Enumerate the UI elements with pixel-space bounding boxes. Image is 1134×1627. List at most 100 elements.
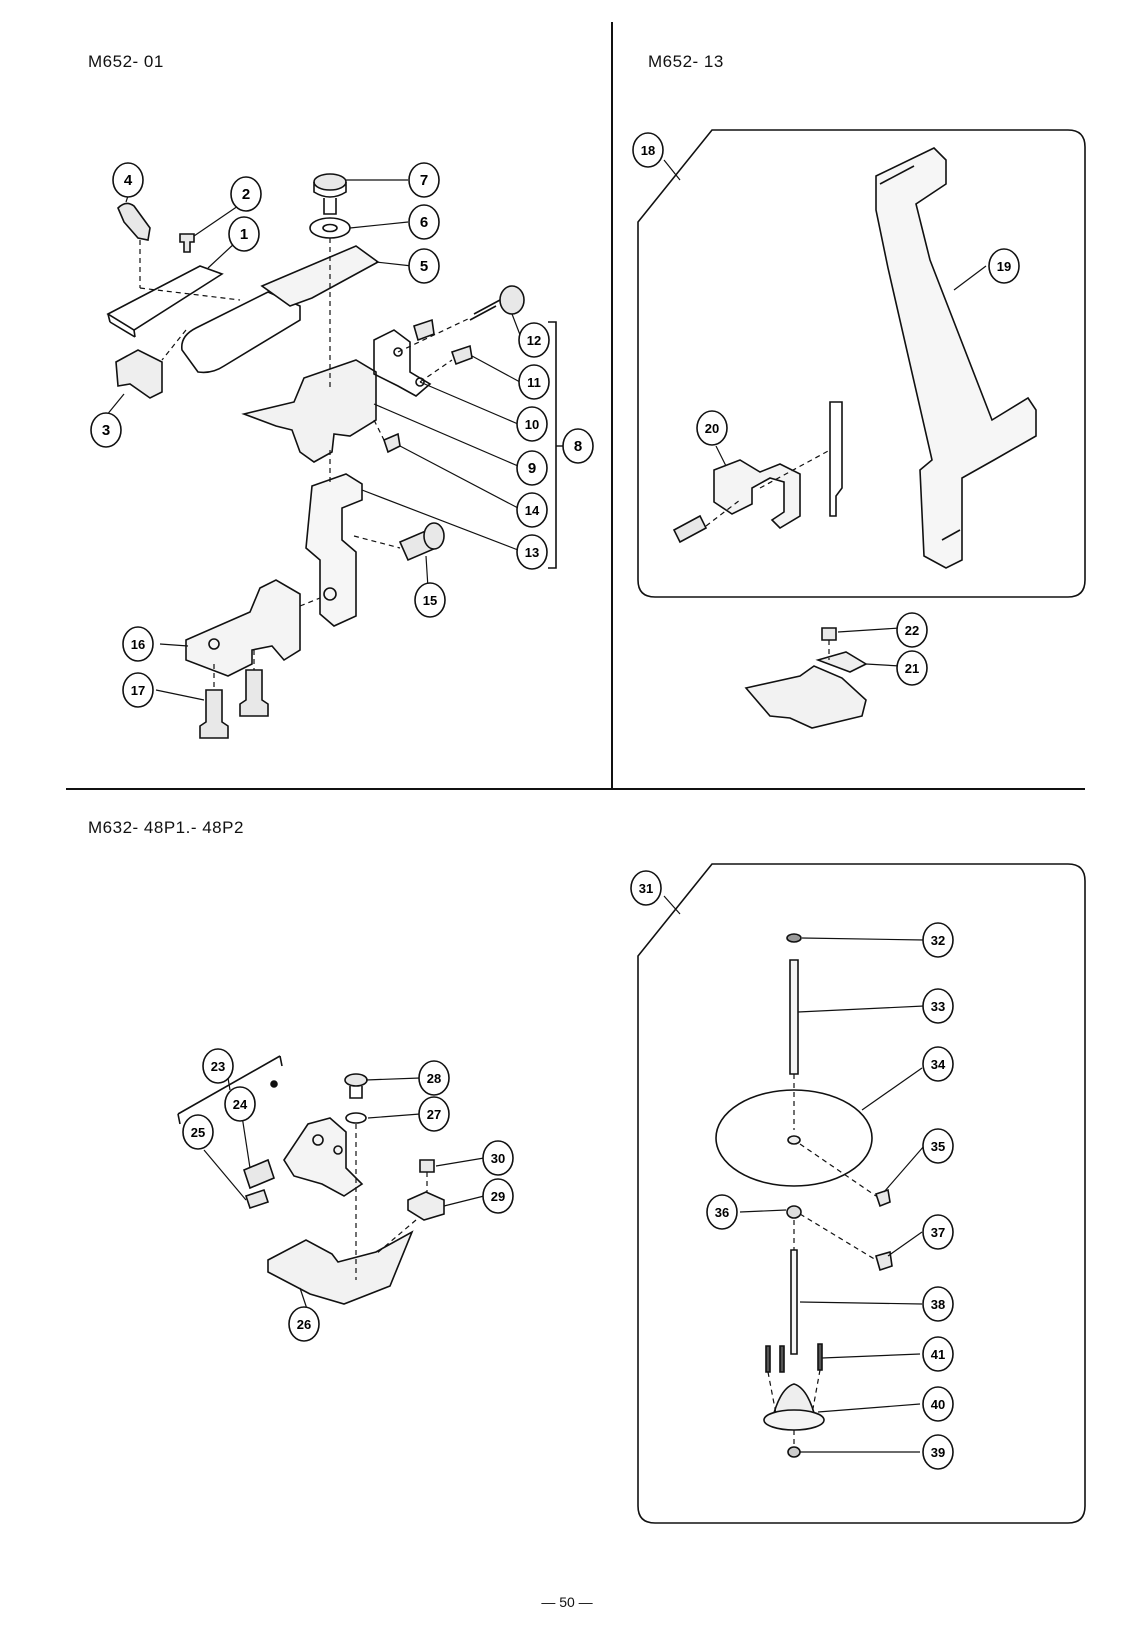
group-8-bracket bbox=[548, 322, 556, 568]
callout-7: 7 bbox=[409, 163, 439, 197]
callout-35: 35 bbox=[923, 1129, 953, 1163]
callout-number: 15 bbox=[423, 593, 437, 608]
m652-13-parts bbox=[674, 148, 1036, 728]
callout-17: 17 bbox=[123, 673, 153, 707]
part-25-screw bbox=[246, 1190, 268, 1208]
callout-number: 30 bbox=[491, 1151, 505, 1166]
part-29-guide bbox=[408, 1192, 444, 1220]
part-19-bracket bbox=[876, 148, 1036, 568]
callout-number: 40 bbox=[931, 1397, 945, 1412]
callout-22: 22 bbox=[897, 613, 927, 647]
part-30-screw bbox=[420, 1160, 434, 1172]
callout-23: 23 bbox=[203, 1049, 233, 1083]
callout-26: 26 bbox=[289, 1307, 319, 1341]
part-7-screw-head bbox=[314, 174, 346, 190]
part-20-bracket bbox=[714, 460, 800, 528]
callout-18: 18 bbox=[633, 133, 663, 167]
callout-10: 10 bbox=[517, 407, 547, 441]
callout-8: 8 bbox=[563, 429, 593, 463]
callout-12: 12 bbox=[519, 323, 549, 357]
part-4-clip bbox=[118, 203, 150, 240]
m652-01-parts bbox=[108, 174, 524, 738]
m632-48p-parts bbox=[178, 1056, 444, 1304]
callout-38: 38 bbox=[923, 1287, 953, 1321]
callout-11: 11 bbox=[519, 365, 549, 399]
callout-number: 35 bbox=[931, 1139, 945, 1154]
part-21-foot bbox=[746, 666, 866, 728]
part-3-bracket bbox=[116, 350, 162, 398]
callout-3: 3 bbox=[91, 413, 121, 447]
callout-number: 31 bbox=[639, 881, 653, 896]
part-32-cap bbox=[787, 934, 801, 942]
callout-number: 13 bbox=[525, 545, 539, 560]
callout-number: 12 bbox=[527, 333, 541, 348]
part-26-foot bbox=[268, 1232, 412, 1304]
callout-27: 27 bbox=[419, 1097, 449, 1131]
callout-number: 14 bbox=[525, 503, 540, 518]
part-6-washer bbox=[310, 218, 350, 238]
callout-19: 19 bbox=[989, 249, 1019, 283]
callout-9: 9 bbox=[517, 451, 547, 485]
callout-number: 18 bbox=[641, 143, 655, 158]
part-41-screw bbox=[766, 1346, 770, 1372]
callout-number: 21 bbox=[905, 661, 919, 676]
thread-stand-parts bbox=[716, 934, 892, 1457]
part-38-rod bbox=[791, 1250, 797, 1354]
callout-number: 8 bbox=[574, 438, 582, 455]
callout-1: 1 bbox=[229, 217, 259, 251]
callout-33: 33 bbox=[923, 989, 953, 1023]
callout-21: 21 bbox=[897, 651, 927, 685]
callout-number: 4 bbox=[124, 172, 133, 189]
callout-24: 24 bbox=[225, 1087, 255, 1121]
callout-2: 2 bbox=[231, 177, 261, 211]
callout-number: 37 bbox=[931, 1225, 945, 1240]
callout-32: 32 bbox=[923, 923, 953, 957]
page-number: — 50 — bbox=[0, 1594, 1134, 1610]
callout-13: 13 bbox=[517, 535, 547, 569]
assembly-dashes-left bbox=[140, 238, 470, 690]
callout-number: 33 bbox=[931, 999, 945, 1014]
part-22-screw bbox=[822, 628, 836, 640]
callout-number: 32 bbox=[931, 933, 945, 948]
callout-number: 23 bbox=[211, 1059, 225, 1074]
callout-number: 9 bbox=[528, 460, 536, 477]
callout-number: 7 bbox=[420, 172, 428, 189]
callout-36: 36 bbox=[707, 1195, 737, 1229]
callout-37: 37 bbox=[923, 1215, 953, 1249]
callout-number: 6 bbox=[420, 214, 428, 231]
part-33-rod bbox=[790, 960, 798, 1074]
callout-25: 25 bbox=[183, 1115, 213, 1149]
callout-28: 28 bbox=[419, 1061, 449, 1095]
part-28-screw bbox=[345, 1074, 367, 1086]
part-5-slider bbox=[182, 292, 300, 372]
callout-16: 16 bbox=[123, 627, 153, 661]
callout-6: 6 bbox=[409, 205, 439, 239]
callout-34: 34 bbox=[923, 1047, 953, 1081]
part-20-guide-blade bbox=[830, 402, 842, 516]
callout-40: 40 bbox=[923, 1387, 953, 1421]
callout-number: 27 bbox=[427, 1107, 441, 1122]
callout-number: 1 bbox=[240, 226, 248, 243]
callout-29: 29 bbox=[483, 1179, 513, 1213]
part-12-screw bbox=[470, 300, 500, 320]
part-36-nut bbox=[787, 1206, 801, 1218]
callout-number: 38 bbox=[931, 1297, 945, 1312]
callout-number: 24 bbox=[233, 1097, 248, 1112]
callout-number: 39 bbox=[931, 1445, 945, 1460]
callout-number: 36 bbox=[715, 1205, 729, 1220]
part-9-foot-holder bbox=[244, 360, 376, 462]
part-39-nut bbox=[788, 1447, 800, 1457]
part-13-arm bbox=[306, 474, 362, 626]
callout-4: 4 bbox=[113, 163, 143, 197]
part-20-screw bbox=[674, 516, 706, 542]
part-16-block bbox=[186, 580, 300, 676]
part-2-screw bbox=[180, 234, 194, 252]
callout-number: 28 bbox=[427, 1071, 441, 1086]
callout-number: 11 bbox=[527, 375, 541, 390]
callout-number: 26 bbox=[297, 1317, 311, 1332]
callout-number: 5 bbox=[420, 258, 428, 275]
part-11-screw bbox=[452, 346, 472, 364]
panel-frame-thread-stand bbox=[638, 864, 1085, 1523]
part-35-screw bbox=[876, 1190, 890, 1206]
